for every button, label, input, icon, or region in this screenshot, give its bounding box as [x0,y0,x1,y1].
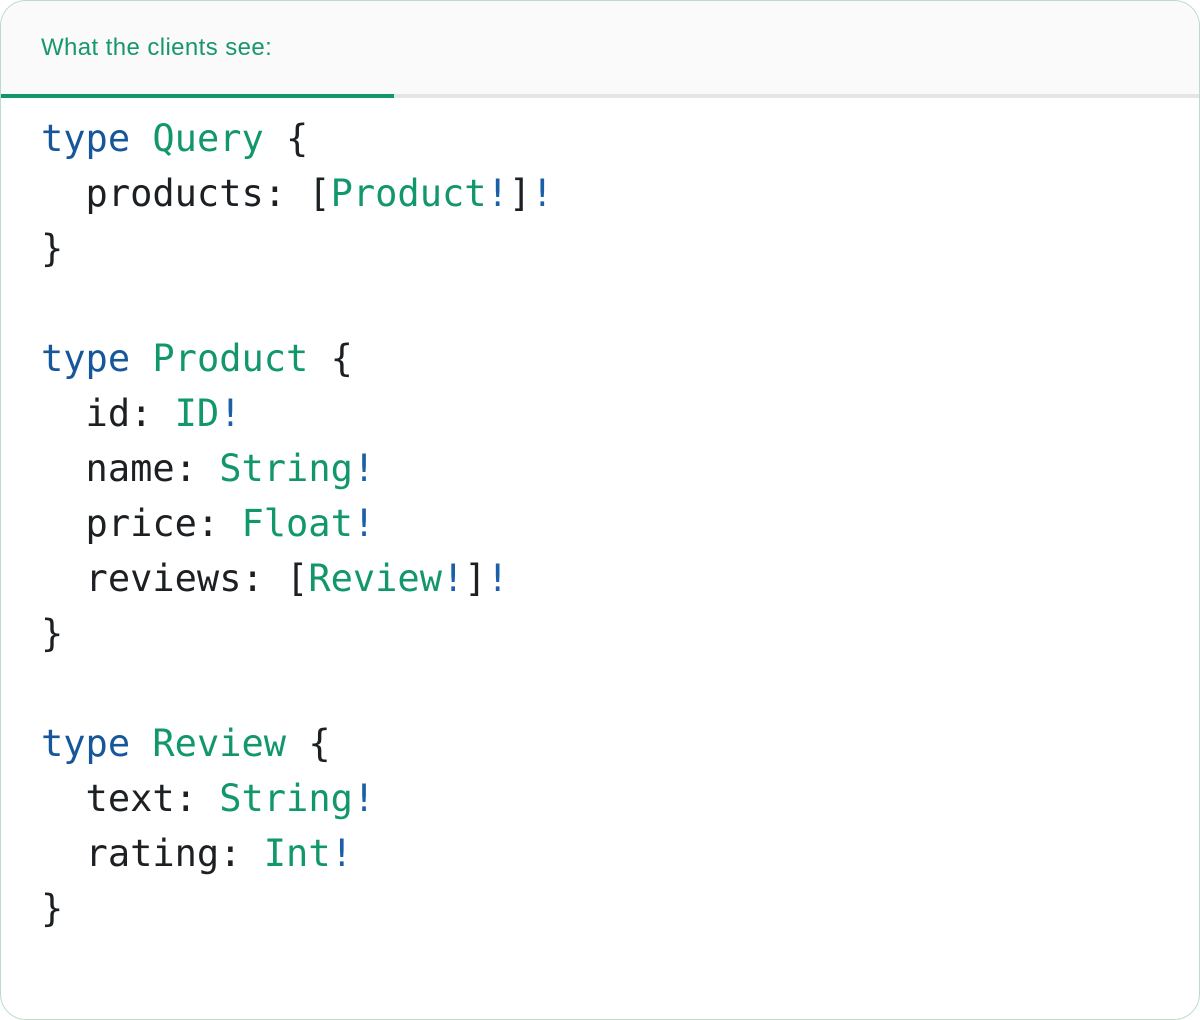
code-line: products: [Product!]! [41,172,554,215]
code-line: name: String! [41,447,376,490]
active-tab-underline [1,94,394,98]
code-line: id: ID! [41,392,242,435]
tab-bar: What the clients see: [1,1,1199,94]
code-line [41,276,1199,331]
tab-label: What the clients see: [41,33,273,61]
code-line [41,661,1199,716]
code-line: rating: Int! [41,832,353,875]
code-line: type Product { [41,337,353,380]
code-line: } [41,227,64,270]
tab-divider [1,94,1199,98]
code-line: } [41,612,64,655]
divider-line [394,94,1199,98]
code-line: reviews: [Review!]! [41,557,509,600]
code-line: type Query { [41,117,309,160]
code-line: text: String! [41,777,376,820]
code-line: } [41,887,64,930]
tab-what-clients-see[interactable]: What the clients see: [1,1,272,94]
code-line: price: Float! [41,502,376,545]
graphql-code-block: type Query { products: [Product!]!} type… [1,98,1199,936]
code-line: type Review { [41,722,331,765]
